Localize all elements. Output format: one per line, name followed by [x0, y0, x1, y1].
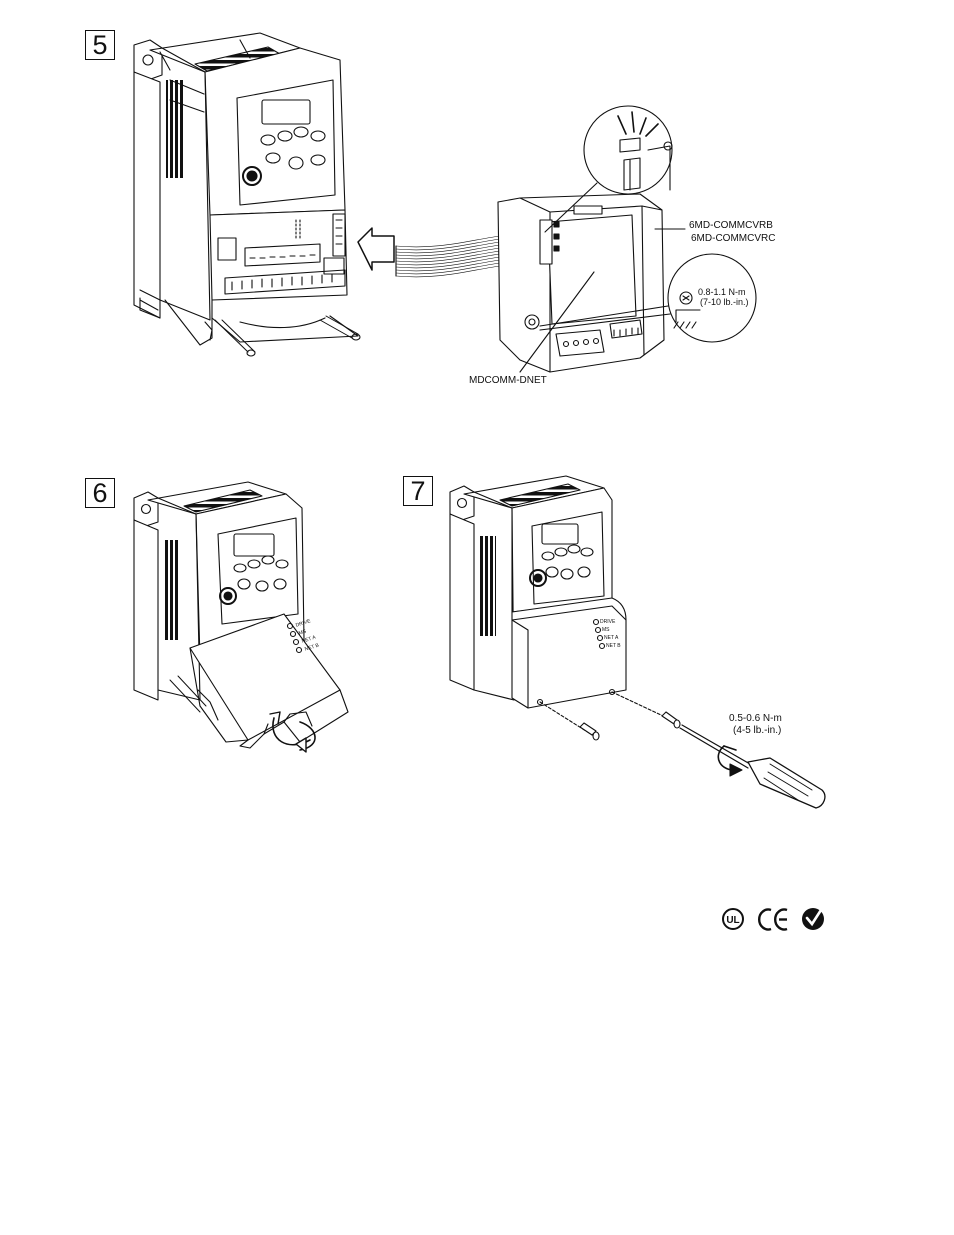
- led-drive-label-7: DRIVE: [600, 619, 616, 625]
- step6-drive: [133, 481, 349, 753]
- step7-drive: [449, 475, 826, 809]
- svg-text:UL: UL: [726, 915, 739, 926]
- step5-drive: [133, 32, 361, 357]
- connector-detail-callout: [544, 105, 673, 233]
- step-5-box: 5: [85, 30, 115, 60]
- c-tick-mark-icon: [802, 908, 824, 930]
- cover-model-b-label: 6MD-COMMCVRB: [689, 220, 773, 231]
- ul-mark-icon: UL: [722, 908, 744, 930]
- step-6-box: 6: [85, 478, 115, 508]
- ground-torque-imperial-label: (7-10 lb.-in.): [700, 297, 749, 307]
- cover-model-c-label: 6MD-COMMCVRC: [691, 233, 776, 244]
- led-net-a-label-7: NET A: [604, 635, 619, 641]
- screw-torque-label: 0.5-0.6 N-m: [729, 713, 782, 724]
- led-ms-label-7: MS: [602, 627, 610, 633]
- ground-torque-label: 0.8-1.1 N-m: [698, 287, 746, 297]
- comm-cover: [497, 193, 665, 373]
- ce-mark-icon: [758, 908, 788, 931]
- screw-torque-imperial-label: (4-5 lb.-in.): [733, 725, 782, 736]
- module-model-label: MDCOMM-DNET: [469, 375, 547, 386]
- insert-arrow-icon: [357, 227, 395, 271]
- ground-screw-detail-callout: [539, 253, 757, 343]
- led-net-b-label-7: NET B: [606, 643, 621, 649]
- step-7-box: 7: [403, 476, 433, 506]
- module-model-leader: [519, 271, 595, 373]
